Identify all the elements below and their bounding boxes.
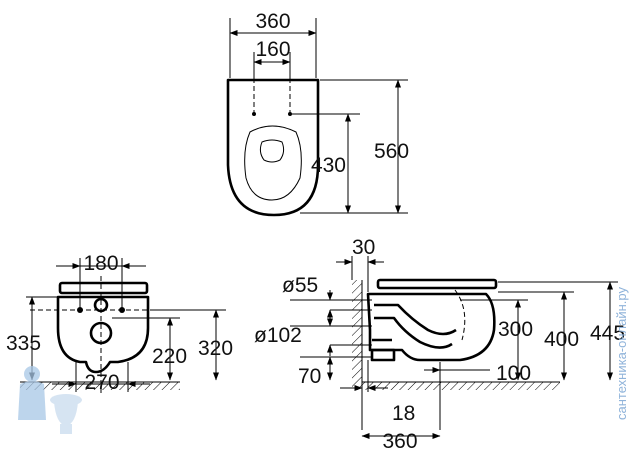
front-view-bowl-outline	[56, 295, 150, 374]
top-view-fixing-hole-right	[288, 112, 292, 116]
top-view-fixing-hole-left	[252, 112, 256, 116]
dim-side-300: 300	[498, 318, 533, 341]
side-view-seat	[376, 278, 498, 290]
top-view-bowl-inner	[244, 125, 302, 201]
dim-side-100: 100	[496, 362, 531, 385]
plumber-mascot-icon	[18, 366, 82, 434]
dim-side-d55: ø55	[282, 274, 318, 297]
dim-top-length: 560	[374, 140, 409, 163]
dim-front-320: 320	[198, 337, 233, 360]
side-view: 30 ø55 ø102 70 300 400 445 100	[254, 236, 625, 453]
dim-front-335: 335	[6, 332, 41, 355]
dim-side-400: 400	[544, 328, 579, 351]
watermark-text: сантехника-онлайн.ру	[614, 287, 629, 420]
top-view-bowl-outline	[226, 78, 320, 217]
dim-side-30: 30	[352, 236, 375, 259]
dim-side-445: 445	[590, 322, 625, 345]
dim-side-18: 18	[392, 402, 415, 425]
front-view: 180 335 220 320 270	[6, 252, 233, 395]
side-view-bowl-outline	[366, 292, 496, 362]
dim-side-360: 360	[382, 430, 417, 453]
top-view: 360 160 430 560	[226, 10, 409, 217]
front-view-seat	[58, 281, 149, 295]
dim-side-d102: ø102	[254, 324, 302, 347]
dim-side-70: 70	[298, 365, 321, 388]
top-view-rim-opening	[259, 139, 285, 163]
side-view-wall	[352, 280, 362, 390]
dim-front-220: 220	[152, 345, 187, 368]
dim-top-inner: 430	[311, 154, 346, 177]
dim-top-width: 360	[255, 10, 290, 33]
dim-front-holes: 180	[83, 252, 118, 275]
dim-front-270: 270	[84, 371, 119, 394]
dim-top-holes: 160	[255, 38, 290, 61]
